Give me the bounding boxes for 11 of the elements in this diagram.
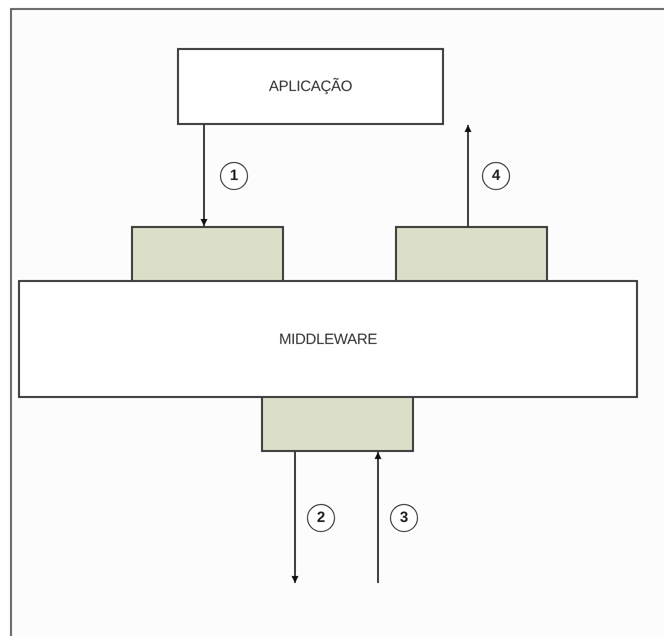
- arrow: [374, 452, 382, 583]
- box-label: MIDDLEWARE: [278, 330, 378, 348]
- arrow: [292, 452, 298, 583]
- interface-box: [261, 396, 414, 452]
- box-label: APLICAÇÃO: [268, 78, 352, 95]
- arrow: [464, 125, 472, 226]
- layer-box: [18, 280, 638, 398]
- interface-box: [395, 226, 548, 282]
- arrow: [200, 125, 208, 226]
- layer-box: [177, 48, 444, 125]
- interface-box: [131, 226, 284, 282]
